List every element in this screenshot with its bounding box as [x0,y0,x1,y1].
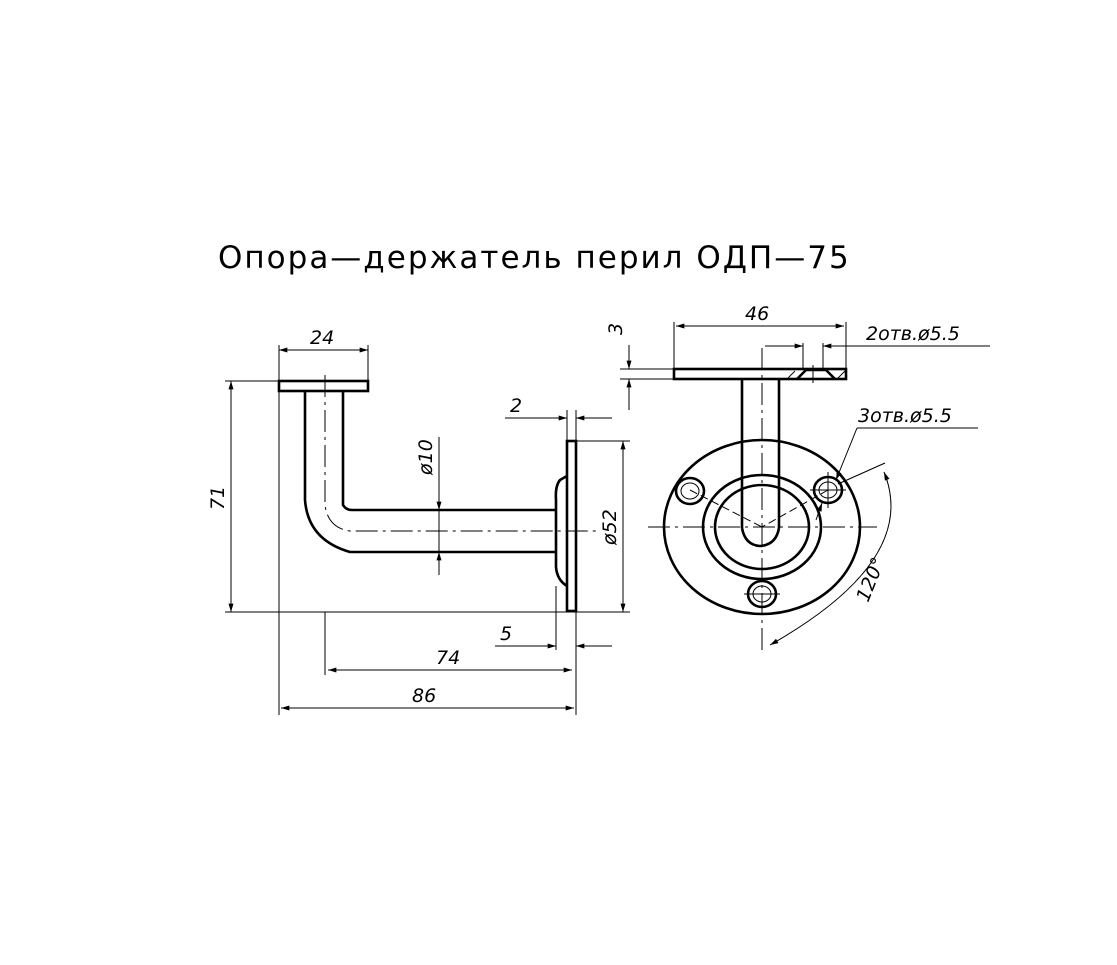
drawing-title: Опора—держатель перил ОДП—75 [218,240,851,276]
top-plate [277,379,370,393]
label-top-holes: 2отв.ø5.5 [866,323,960,345]
label-flange-holes: 3отв.ø5.5 [858,405,952,427]
dim-plate-thickness: 3 [605,323,627,335]
dim-axis-length: 74 [436,647,460,669]
dim-front-plate-width: 46 [745,303,769,325]
dim-flange-thickness: 2 [510,395,522,417]
dim-flange-diameter: ø52 [599,509,621,546]
dim-tube-diameter: ø10 [415,439,437,476]
front-top-plate [672,367,848,381]
tube-inner [341,391,555,512]
dim-height: 71 [207,486,229,510]
tube-centerline [324,375,600,532]
dim-overall-length: 86 [412,685,436,707]
side-view: 24 71 ø10 2 ø52 5 74 86 [207,327,630,715]
front-view: 3 46 2отв.ø5.5 3отв.ø5.5 120° [605,303,990,650]
flange-boss [554,474,568,588]
flange [565,439,578,613]
flange-hole-left [674,476,706,506]
dim-boss-offset: 5 [500,623,512,645]
dim-plate-width: 24 [310,327,334,349]
tube-outer [303,391,555,554]
